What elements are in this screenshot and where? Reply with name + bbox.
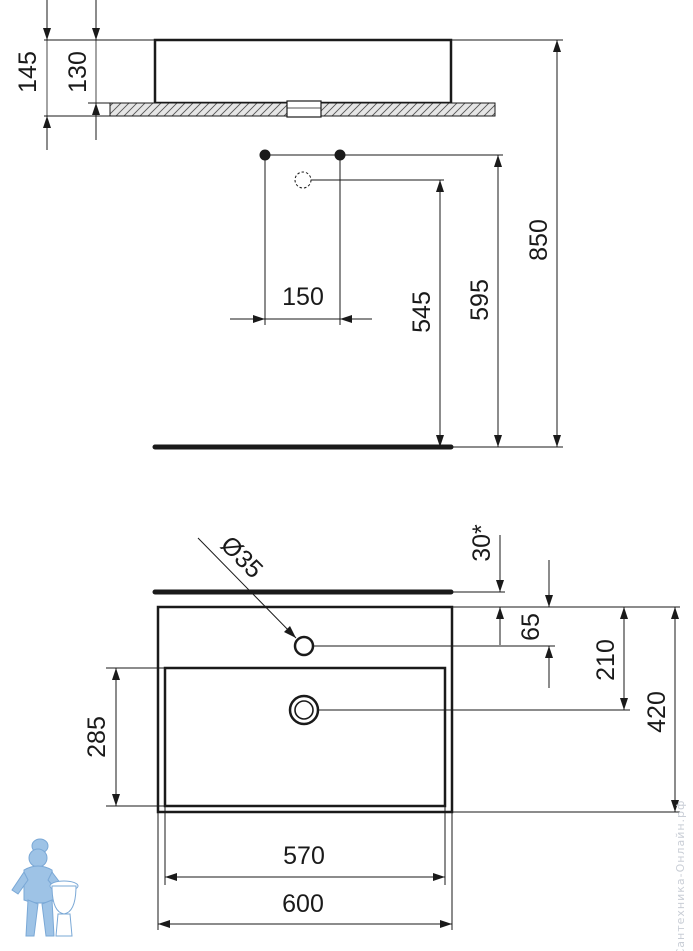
label-65: 65 <box>517 613 545 641</box>
label-30-star: 30* <box>468 524 496 562</box>
label-diameter-35: Ø35 <box>215 531 268 584</box>
watermark-text: Сантехника-Онлайн.рф <box>674 800 687 951</box>
label-420: 420 <box>643 691 671 733</box>
wall-view <box>152 40 563 450</box>
label-130: 130 <box>64 51 92 93</box>
plan-view <box>106 535 680 930</box>
label-595: 595 <box>466 279 494 321</box>
label-285: 285 <box>83 716 111 758</box>
label-600: 600 <box>282 890 324 918</box>
basin-side-outline <box>153 38 453 105</box>
label-150: 150 <box>282 283 324 311</box>
basin-bowl-outline <box>163 666 447 808</box>
waste-outlet-slot <box>286 100 322 118</box>
side-view <box>43 0 563 150</box>
waste-inner <box>294 700 314 720</box>
label-850: 850 <box>525 219 553 261</box>
waste-position-dashed <box>294 171 312 189</box>
plumber-mascot-logo <box>11 838 79 937</box>
label-545: 545 <box>408 291 436 333</box>
label-570: 570 <box>283 842 325 870</box>
label-210: 210 <box>592 639 620 681</box>
tap-hole <box>293 635 315 657</box>
label-145: 145 <box>14 51 42 93</box>
